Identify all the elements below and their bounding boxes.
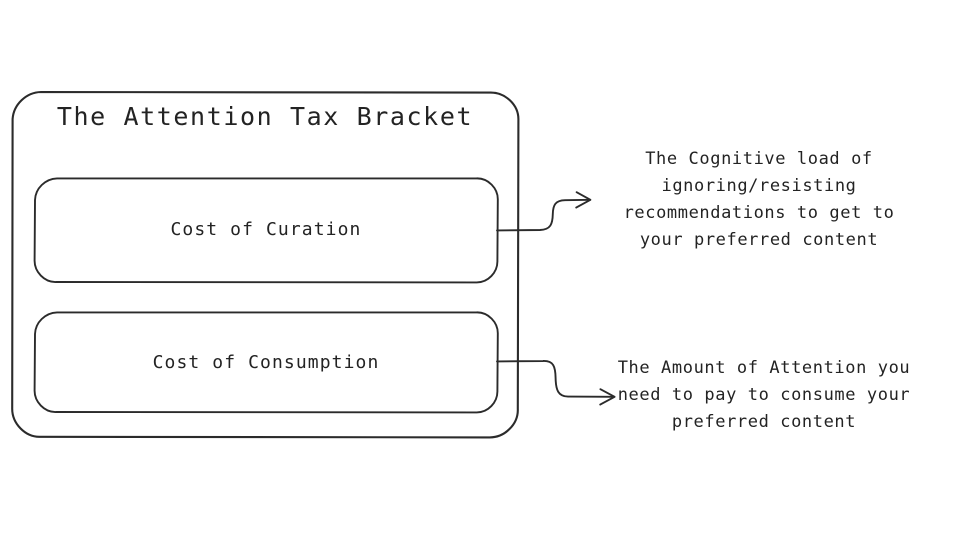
annotation-amount-of-attention: The Amount of Attention you need to pay … <box>617 358 911 432</box>
box-label-cost-of-consumption: Cost of Consumption <box>152 352 380 373</box>
outer-container-box[interactable] <box>11 90 520 439</box>
box-cost-of-consumption[interactable] <box>33 311 499 414</box>
diagram-title: The Attention Tax Bracket <box>56 102 474 131</box>
box-cost-of-curation[interactable] <box>33 177 499 284</box>
connector-curation-to-annotation <box>496 191 592 232</box>
annotation-cognitive-load: The Cognitive load of ignoring/resisting… <box>623 149 895 250</box>
connector-consumption-to-annotation <box>496 360 616 406</box>
box-label-cost-of-curation: Cost of Curation <box>170 219 362 240</box>
